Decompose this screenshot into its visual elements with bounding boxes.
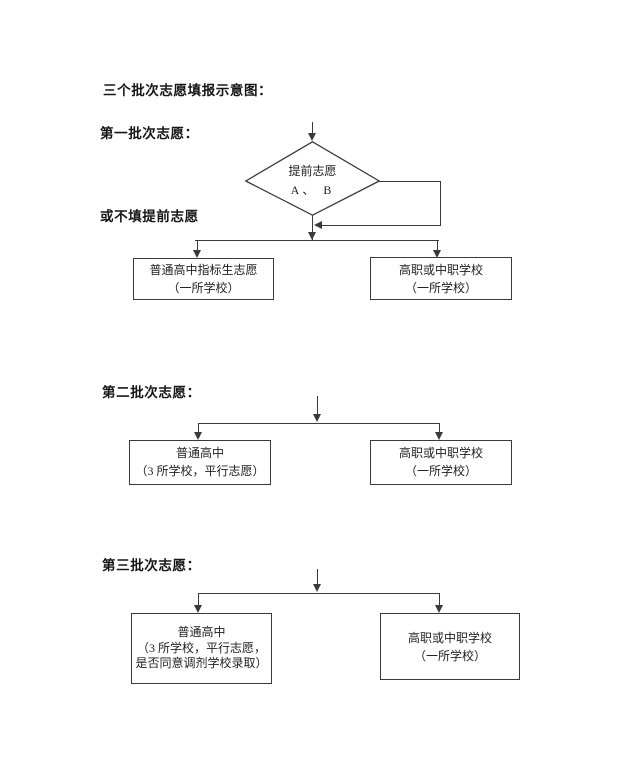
flow-line (312, 122, 314, 135)
batch3-right-box-line2: （一所学校） (413, 648, 486, 663)
section1-heading: 第一批次志愿： (100, 126, 199, 141)
batch3-left-box-line1: 普通高中 (177, 625, 226, 640)
batch1-right-box-line1: 高职或中职学校 (398, 262, 483, 277)
diamond-label-line2: A、 B (290, 183, 335, 197)
arrowhead-down-icon (313, 414, 321, 422)
arrowhead-down-icon (307, 231, 316, 240)
batch3-right-box: 高职或中职学校 （一所学校） (380, 613, 520, 680)
arrowhead-down-icon (308, 133, 316, 141)
batch2-left-box: 普通高中 （3 所学校，平行志愿） (129, 439, 271, 485)
batch2-right-box-line1: 高职或中职学校 (398, 446, 483, 461)
arrowhead-down-icon (435, 431, 443, 440)
arrowhead-down-icon (433, 249, 441, 258)
batch2-right-box: 高职或中职学校 （一所学校） (370, 439, 512, 485)
diamond-label: 提前志愿 A、 B (245, 162, 380, 200)
batch1-right-box: 高职或中职学校 （一所学校） (370, 257, 512, 300)
branch-line-2 (198, 422, 440, 424)
flow-line (196, 239, 198, 251)
branch-line-1 (195, 239, 439, 241)
batch3-right-box-line1: 高职或中职学校 (407, 630, 492, 645)
batch3-left-box: 普通高中 （3 所学校，平行志愿， 是否同意调剂学校录取） (131, 613, 272, 684)
skip-early-volunteer-label: 或不填提前志愿 (100, 209, 199, 224)
flow-line (437, 239, 439, 251)
flow-line (197, 592, 199, 605)
batch2-left-box-line2: （3 所学校，平行志愿） (135, 464, 265, 479)
arrowhead-down-icon (313, 584, 321, 592)
batch3-left-box-line3: 是否同意调剂学校录取） (135, 656, 268, 671)
feedback-line-top (379, 180, 441, 182)
batch2-left-box-line1: 普通高中 (175, 446, 224, 461)
flow-line (311, 215, 314, 240)
flow-line (317, 396, 319, 414)
arrowhead-down-icon (434, 604, 443, 613)
batch1-left-box-line2: （一所学校） (167, 280, 240, 295)
batch1-left-box: 普通高中指标生志愿 （一所学校） (133, 257, 274, 300)
section3-heading: 第三批次志愿： (102, 558, 201, 573)
section2-heading: 第二批次志愿： (102, 385, 201, 400)
feedback-line-right (439, 181, 441, 226)
batch3-left-box-line2: （3 所学校，平行志愿， (136, 640, 266, 655)
branch-line-3 (198, 592, 440, 594)
flow-line (439, 422, 441, 433)
diamond-label-line1: 提前志愿 (288, 164, 337, 178)
batch2-right-box-line2: （一所学校） (404, 464, 477, 479)
flow-line (317, 569, 319, 585)
page-title: 三个批次志愿填报示意图： (103, 83, 273, 98)
arrowhead-down-icon (193, 604, 202, 613)
arrowhead-down-icon (192, 249, 201, 258)
batch1-right-box-line2: （一所学校） (404, 280, 477, 295)
arrowhead-left-icon (314, 221, 322, 229)
feedback-line-bottom (322, 224, 441, 226)
flow-line (438, 592, 440, 605)
flow-line (197, 422, 199, 433)
batch1-left-box-line1: 普通高中指标生志愿 (149, 262, 258, 277)
arrowhead-down-icon (193, 431, 202, 440)
